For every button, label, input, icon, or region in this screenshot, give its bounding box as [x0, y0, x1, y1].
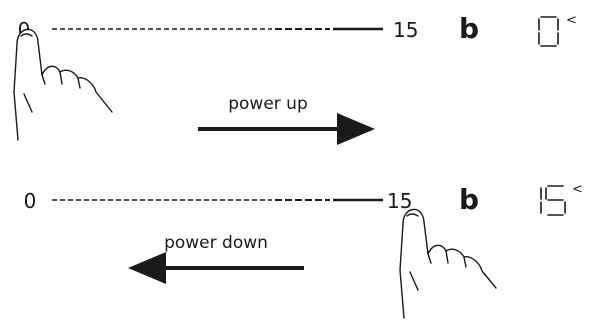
pointing-finger-icon — [399, 208, 497, 319]
scale-end-label: 15 — [393, 18, 418, 42]
scale-start-label: 0 — [24, 189, 37, 213]
right-arrow-icon — [198, 113, 375, 145]
display-marker: < — [566, 13, 577, 28]
power-down-row: 0 15 b < pow — [24, 182, 583, 319]
seven-segment-display-icon — [538, 16, 559, 47]
seven-segment-display-icon — [540, 185, 566, 216]
burner-symbol: b — [459, 12, 479, 45]
pointing-finger-icon — [13, 28, 113, 141]
burner-symbol: b — [459, 183, 479, 216]
direction-label: power down — [164, 233, 268, 253]
left-arrow-icon — [128, 252, 304, 284]
display-marker: < — [572, 182, 583, 197]
scale-end-label: 15 — [387, 189, 412, 213]
direction-label: power up — [228, 94, 308, 114]
power-up-row: 0 15 b < power up — [13, 12, 577, 145]
